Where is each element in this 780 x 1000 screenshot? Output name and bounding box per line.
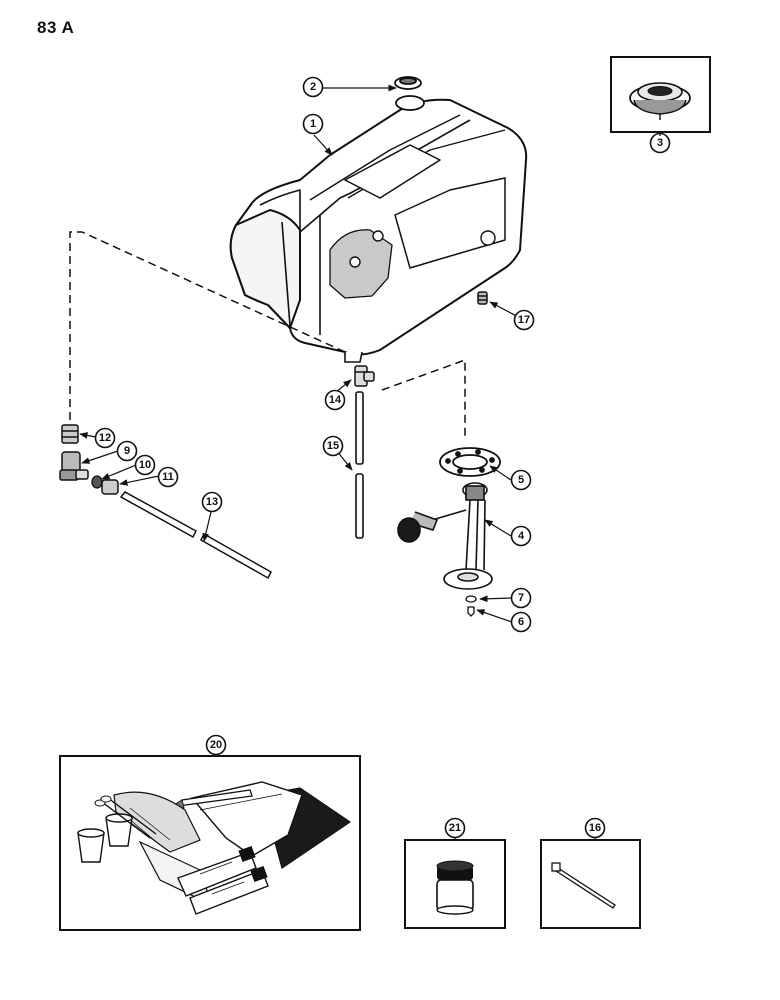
sender-gasket: [439, 447, 501, 477]
callout-17: 17: [513, 309, 535, 331]
svg-text:14: 14: [329, 394, 342, 406]
callout-14: 14: [324, 389, 346, 411]
inset-cap-detail: [610, 56, 711, 133]
callout-7: 7: [510, 587, 532, 609]
fuel-tube: [119, 491, 272, 580]
lock-washer: [465, 595, 477, 603]
leader-lines: [79, 84, 525, 623]
callout-10: 10: [134, 454, 156, 476]
svg-text:4: 4: [518, 530, 525, 542]
fuel-tank: [229, 95, 528, 363]
svg-text:11: 11: [162, 471, 174, 483]
svg-text:21: 21: [449, 822, 461, 834]
callout-16: 16: [584, 817, 606, 839]
screw: [467, 606, 475, 617]
fuel-gauge-sender: [397, 482, 493, 590]
callout-12: 12: [94, 427, 116, 449]
callout-5: 5: [510, 469, 532, 491]
connector-fitting: [61, 424, 79, 444]
svg-text:16: 16: [589, 822, 601, 834]
callout-2: 2: [302, 76, 324, 98]
fuel-elbow-fitting: [354, 365, 375, 387]
inset-sealant-jar: [404, 839, 506, 929]
svg-text:6: 6: [518, 616, 524, 628]
svg-text:10: 10: [139, 459, 151, 471]
callouts: 1 2 3 4 5 6 7 9 10 11 12 13 14 15 16 17 …: [94, 76, 671, 839]
compression-nut: [101, 479, 119, 495]
ferrule-sleeve: [91, 475, 103, 489]
svg-text:9: 9: [124, 445, 130, 457]
svg-text:7: 7: [518, 592, 524, 604]
drain-plug: [477, 291, 488, 305]
callout-21: 21: [444, 817, 466, 839]
callout-6: 6: [510, 611, 532, 633]
callout-11: 11: [157, 466, 179, 488]
inset-tie-strap: [540, 839, 641, 929]
callout-20: 20: [205, 734, 227, 756]
callout-3: 3: [649, 132, 671, 154]
shutoff-valve: [59, 451, 89, 481]
svg-text:20: 20: [210, 739, 222, 751]
svg-text:13: 13: [206, 496, 218, 508]
svg-text:17: 17: [518, 314, 530, 326]
callout-4: 4: [510, 525, 532, 547]
svg-text:15: 15: [327, 440, 339, 452]
svg-text:2: 2: [310, 81, 316, 93]
inset-sealing-kit: [59, 755, 361, 931]
routing-lines: [69, 231, 466, 440]
page-number: 83 A: [37, 18, 75, 37]
svg-text:12: 12: [99, 432, 111, 444]
callout-15: 15: [322, 435, 344, 457]
svg-text:3: 3: [657, 137, 663, 149]
callout-1: 1: [302, 113, 324, 135]
fuel-hose: [355, 391, 364, 539]
callout-9: 9: [116, 440, 138, 462]
fuel-cap: [394, 76, 422, 90]
svg-text:1: 1: [310, 118, 316, 130]
callout-13: 13: [201, 491, 223, 513]
svg-text:5: 5: [518, 474, 524, 486]
